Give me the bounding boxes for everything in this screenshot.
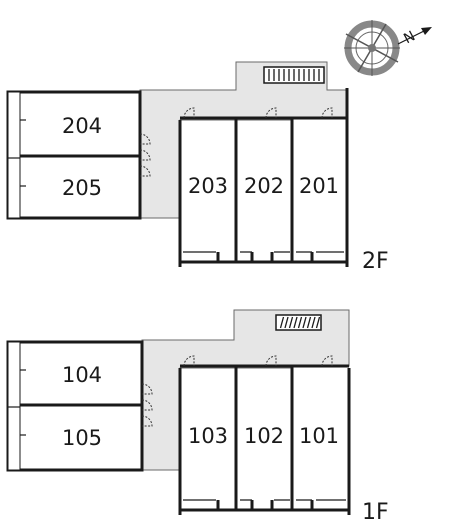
floor-plan-2f: 204 205 203 202 201 2F (6, 61, 389, 274)
stair-tread (279, 316, 285, 329)
stair-tread (293, 316, 298, 329)
stairs-2f (263, 66, 325, 84)
stair-tread (284, 316, 289, 329)
doors-2f (139, 107, 333, 177)
stair-tread (297, 316, 303, 329)
stair-tread (315, 316, 321, 329)
unit-101: 101 (299, 424, 339, 448)
stair-tread (302, 316, 307, 329)
doors-1f (141, 355, 333, 427)
units-right-2f (178, 88, 349, 267)
stairs-1f (275, 314, 322, 331)
compass-rose-icon (344, 20, 400, 76)
stair-tread (306, 316, 312, 329)
north-arrow: N (397, 27, 432, 47)
unit-102: 102 (244, 424, 284, 448)
unit-202: 202 (244, 174, 284, 198)
unit-204: 204 (62, 114, 102, 138)
floor-plan-1f: 104 105 103 102 101 1F (6, 309, 389, 525)
unit-205: 205 (62, 176, 102, 200)
unit-201: 201 (299, 174, 339, 198)
unit-103: 103 (188, 424, 228, 448)
stair-tread (311, 316, 316, 329)
unit-104: 104 (62, 363, 102, 387)
units-left-2f (6, 90, 142, 220)
units-left-1f (6, 340, 144, 472)
floor-label-2f: 2F (362, 249, 389, 274)
north-letter: N (401, 28, 418, 47)
floor-label-1f: 1F (362, 500, 389, 525)
units-right-1f (178, 364, 351, 515)
stair-tread (288, 316, 294, 329)
unit-105: 105 (62, 426, 102, 450)
unit-203: 203 (188, 174, 228, 198)
